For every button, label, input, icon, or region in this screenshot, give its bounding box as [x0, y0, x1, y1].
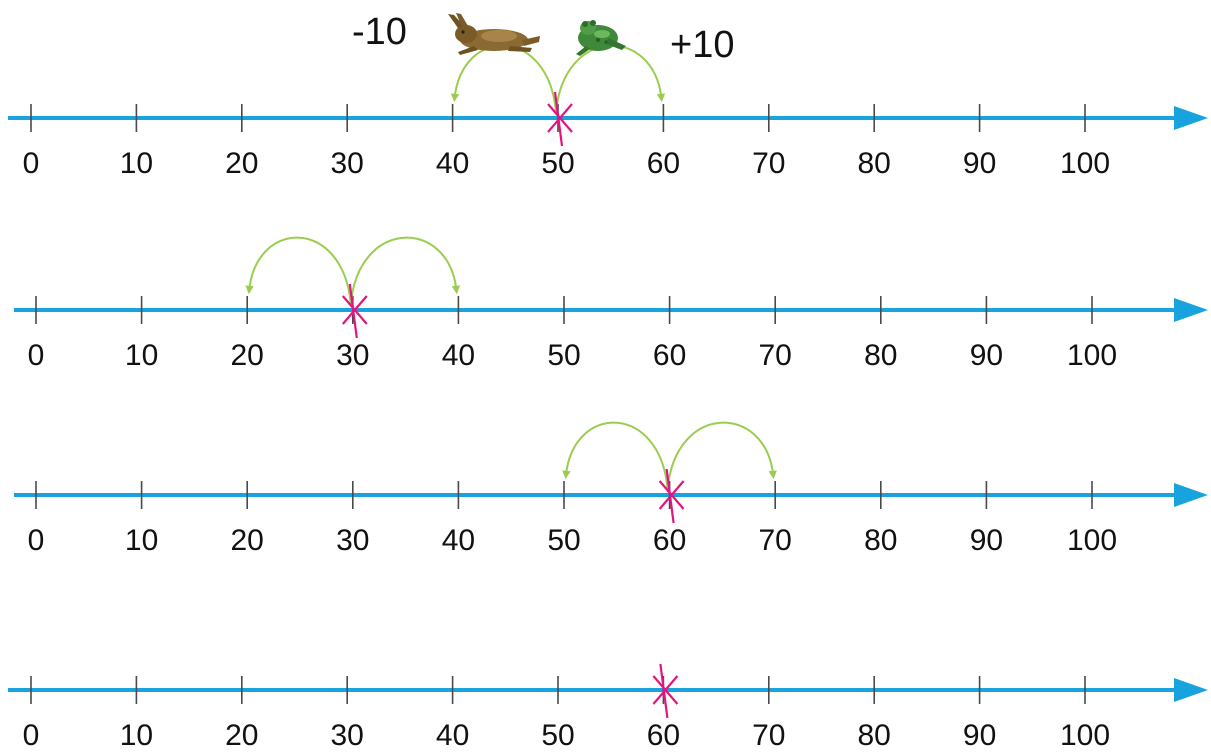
marked-point	[665, 468, 675, 524]
tick-label: 80	[864, 524, 897, 557]
number-line-4: 0 10 20 30 40 50 60 70 80 90 100	[8, 663, 1208, 752]
tick-label: 90	[970, 339, 1003, 372]
tick-label: 80	[858, 719, 891, 752]
tick-label: 70	[752, 147, 785, 180]
tick-label: 60	[653, 524, 686, 557]
jump-arrow	[450, 44, 557, 113]
tick-label: 20	[231, 524, 264, 557]
tick-label: 10	[125, 339, 158, 372]
number-line-1: 0 10 20 30 40 50 60 70 80 90 100	[8, 44, 1208, 180]
tick-label: 10	[120, 719, 153, 752]
tick-label: 30	[331, 719, 364, 752]
tick-label: 30	[336, 524, 369, 557]
tick-label: 0	[28, 339, 45, 372]
frog-icon	[576, 20, 626, 56]
minus-ten-label: -10	[352, 11, 407, 53]
marked-point	[547, 103, 573, 133]
tick-label: 100	[1060, 147, 1110, 180]
tick-label: 10	[125, 524, 158, 557]
marked-point	[553, 91, 564, 147]
tick-label: 90	[963, 719, 996, 752]
tick-label: 60	[647, 147, 680, 180]
tick-label: 0	[23, 147, 40, 180]
tick-label: 70	[759, 524, 792, 557]
tick-label: 0	[23, 719, 40, 752]
number-line-2: 0 10 20 30 40 50 60 70 80 90 100	[14, 236, 1208, 372]
tick-label: 60	[653, 339, 686, 372]
tick-label: 50	[541, 147, 574, 180]
tick-label: 10	[120, 147, 153, 180]
tick-label: 40	[436, 719, 469, 752]
axis-arrow	[1174, 106, 1208, 130]
marked-point	[341, 295, 368, 325]
jump-arrow	[666, 421, 777, 490]
tick-label: 100	[1067, 339, 1117, 372]
tick-label: 40	[436, 147, 469, 180]
tick-label: 60	[647, 719, 680, 752]
tick-label: 100	[1067, 524, 1117, 557]
jump-arrow	[349, 236, 461, 305]
jump-arrow	[562, 421, 669, 490]
tick-label: 20	[231, 339, 264, 372]
tick-label: 0	[28, 524, 45, 557]
tick-label: 70	[752, 719, 785, 752]
tick-label: 80	[864, 339, 897, 372]
axis-arrow	[1174, 678, 1208, 702]
tick-label: 50	[547, 524, 580, 557]
axis-arrow	[1174, 298, 1208, 322]
jump-arrow	[555, 44, 666, 113]
axis-arrow	[1174, 483, 1208, 507]
tick-label: 50	[541, 719, 574, 752]
tick-label: 50	[547, 339, 580, 372]
tick-label: 30	[331, 147, 364, 180]
marked-point	[658, 480, 685, 510]
tick-label: 20	[225, 147, 258, 180]
jump-arrow	[245, 236, 352, 305]
tick-label: 100	[1060, 719, 1110, 752]
plus-ten-label: +10	[670, 24, 734, 66]
tick-label: 20	[225, 719, 258, 752]
tick-label: 30	[336, 339, 369, 372]
tick-label: 40	[442, 339, 475, 372]
number-line-3: 0 10 20 30 40 50 60 70 80 90 100	[14, 421, 1208, 557]
marked-point	[348, 283, 358, 339]
tick-label: 90	[970, 524, 1003, 557]
tick-label: 80	[858, 147, 891, 180]
tick-label: 90	[963, 147, 996, 180]
tick-label: 70	[759, 339, 792, 372]
tick-label: 40	[442, 524, 475, 557]
marked-point	[652, 675, 679, 705]
marked-point	[659, 663, 669, 719]
hare-icon	[448, 13, 540, 55]
